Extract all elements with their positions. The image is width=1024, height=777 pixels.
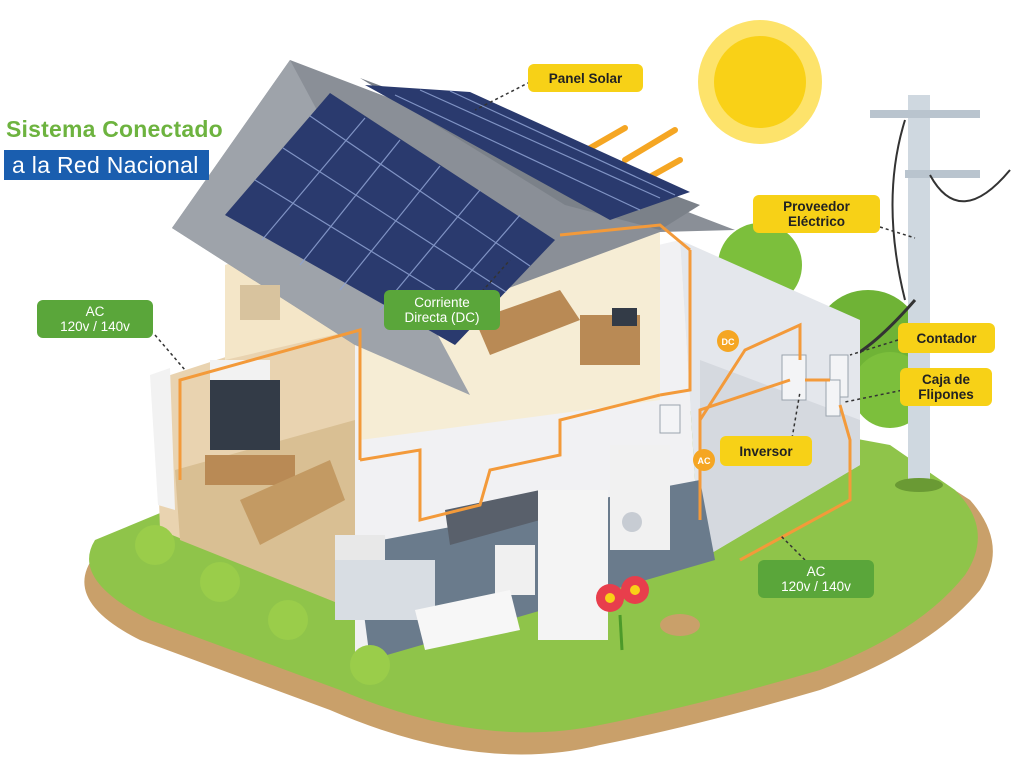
label-ac-left-line-2: 120v / 140v — [60, 319, 130, 334]
label-caja-line-2: Flipones — [918, 387, 974, 402]
ac-badge: AC — [693, 449, 715, 471]
label-inversor: Inversor — [720, 436, 812, 466]
label-inversor-text: Inversor — [739, 444, 792, 459]
label-ac-right-line-2: 120v / 140v — [781, 579, 851, 594]
svg-text:AC: AC — [698, 456, 711, 466]
label-dc-line-2: Directa (DC) — [404, 310, 479, 325]
label-contador-text: Contador — [917, 331, 977, 346]
label-ac-right: AC 120v / 140v — [758, 560, 874, 598]
title-line-2: a la Red Nacional — [4, 150, 209, 180]
sun-icon — [698, 20, 822, 144]
label-proveedor-electrico: Proveedor Eléctrico — [753, 195, 880, 233]
label-panel-solar-text: Panel Solar — [549, 71, 623, 86]
label-contador: Contador — [898, 323, 995, 353]
label-ac-right-line-1: AC — [807, 564, 826, 579]
title-line-1: Sistema Conectado — [6, 116, 223, 143]
dc-badge: DC — [717, 330, 739, 352]
svg-text:DC: DC — [722, 337, 735, 347]
label-caja-flipones: Caja de Flipones — [900, 368, 992, 406]
label-ac-left-line-1: AC — [86, 304, 105, 319]
label-caja-line-1: Caja de — [922, 372, 970, 387]
label-panel-solar: Panel Solar — [528, 64, 643, 92]
label-proveedor-line-2: Eléctrico — [788, 214, 845, 229]
label-proveedor-line-1: Proveedor — [783, 199, 850, 214]
label-dc-line-1: Corriente — [414, 295, 470, 310]
label-corriente-directa: Corriente Directa (DC) — [384, 290, 500, 330]
label-ac-left: AC 120v / 140v — [37, 300, 153, 338]
